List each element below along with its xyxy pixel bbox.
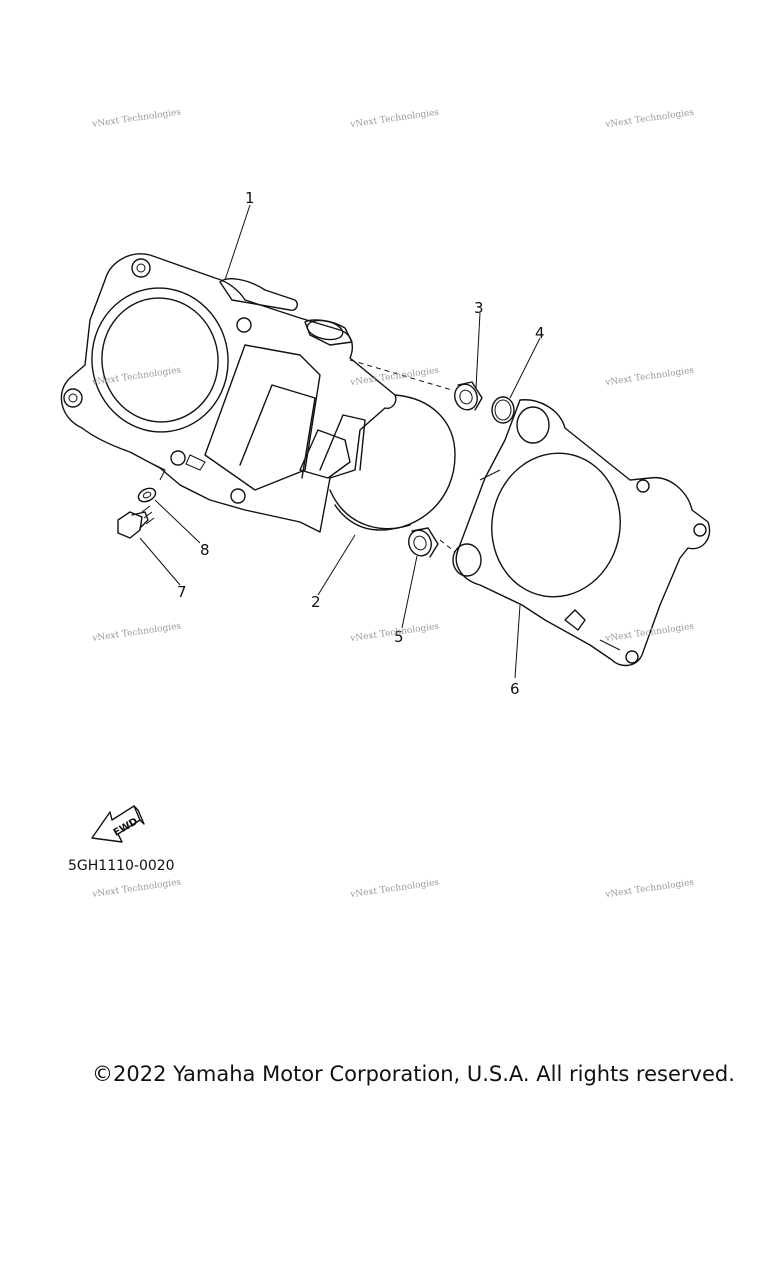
watermark-text: vNext Technologies <box>91 365 182 388</box>
copyright-notice: ©2022 Yamaha Motor Corporation, U.S.A. A… <box>92 1062 735 1086</box>
watermark-text: vNext Technologies <box>604 622 695 645</box>
watermark-text: vNext Technologies <box>604 108 695 131</box>
dowel-pin-part <box>454 381 483 411</box>
callout-7: 7 <box>177 583 187 601</box>
callout-1: 1 <box>245 189 255 207</box>
fwd-arrow-icon: FWD <box>91 805 145 843</box>
watermark-text: vNext Technologies <box>91 621 182 644</box>
bolt-part <box>117 505 155 539</box>
callout-4: 4 <box>535 324 545 342</box>
callout-6: 6 <box>510 680 520 698</box>
watermark-text: vNext Technologies <box>604 878 695 901</box>
watermark-text: vNext Technologies <box>91 877 182 900</box>
dowel-pin-lower-part <box>408 527 439 558</box>
cylinder-part <box>60 253 397 533</box>
callout-8: 8 <box>200 541 210 559</box>
watermark-text: vNext Technologies <box>91 107 182 130</box>
callout-2: 2 <box>311 593 321 611</box>
watermark-text: vNext Technologies <box>349 108 440 131</box>
leader-lines <box>139 204 541 679</box>
diagram-code: 5GH1110-0020 <box>68 858 175 874</box>
small-o-ring-part <box>491 396 515 424</box>
watermark-text: vNext Technologies <box>349 878 440 901</box>
fwd-label: FWD <box>112 816 140 839</box>
watermark-text: vNext Technologies <box>604 366 695 389</box>
callout-5: 5 <box>394 628 404 646</box>
callout-3: 3 <box>474 299 484 317</box>
washer-part <box>137 487 157 503</box>
cylinder-gasket-part <box>452 399 711 667</box>
cylinder-o-ring-part <box>329 394 456 531</box>
watermarks: vNext Technologies vNext Technologies vN… <box>91 107 695 900</box>
